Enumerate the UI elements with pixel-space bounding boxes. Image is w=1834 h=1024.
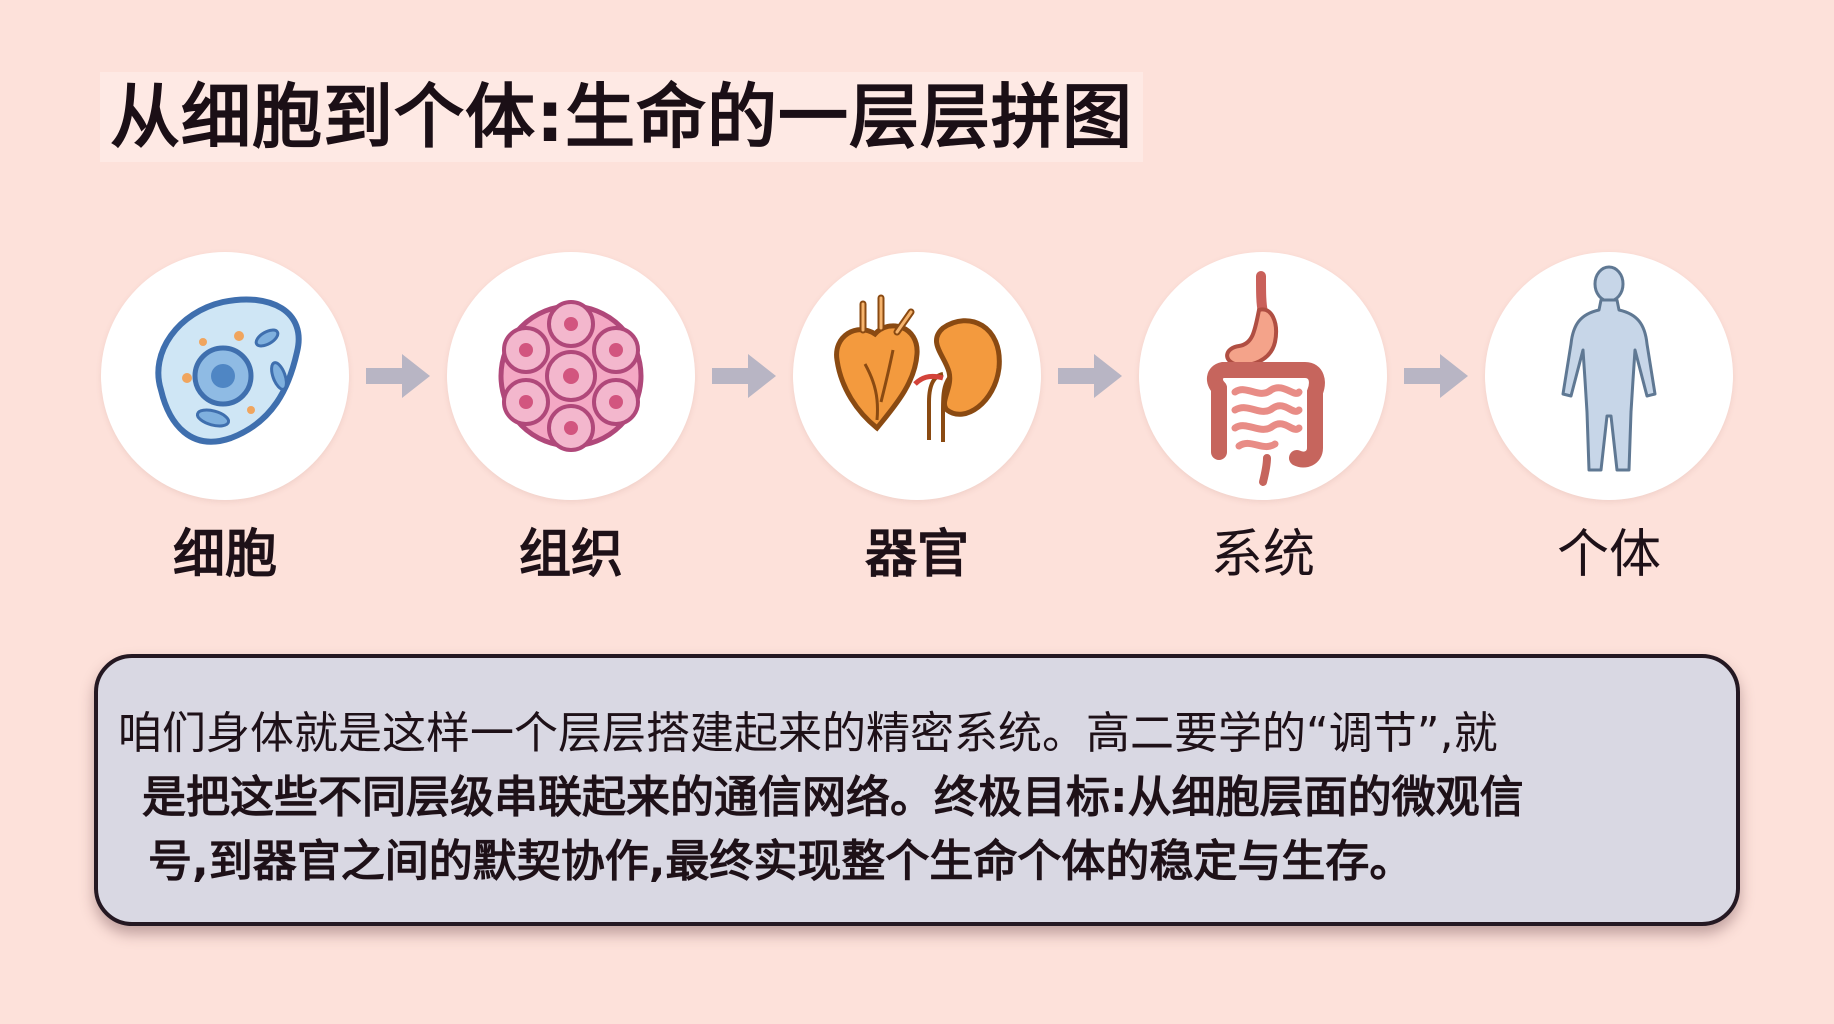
- stage-system: 系统: [1139, 252, 1387, 592]
- page-title: 从细胞到个体:生命的一层层拼图: [100, 72, 1143, 162]
- stage-circle: [1139, 252, 1387, 500]
- hierarchy-flow: 细胞 组织: [101, 252, 1733, 592]
- stage-circle: [793, 252, 1041, 500]
- description-box: 咱们身体就是这样一个层层搭建起来的精密系统。高二要学的“调节”,就 是把这些不同…: [94, 654, 1740, 926]
- stage-label-cell: 细胞: [172, 525, 277, 585]
- tissue-icon: [498, 300, 644, 452]
- stage-circle: [101, 252, 349, 500]
- stage-circle: [447, 252, 695, 500]
- stage-organ: 器官: [793, 252, 1041, 592]
- stage-label-tissue: 组织: [518, 525, 623, 585]
- cell-icon: [155, 296, 302, 445]
- stage-label-organ: 器官: [864, 525, 969, 585]
- arrow-right-icon: [366, 354, 430, 398]
- digestive-system-icon: [1206, 271, 1325, 486]
- arrow-right-icon: [712, 354, 776, 398]
- stage-tissue: 组织: [447, 252, 695, 592]
- stage-cell: 细胞: [101, 252, 349, 592]
- arrow-right-icon: [1404, 354, 1468, 398]
- arrow-right-icon: [1058, 354, 1122, 398]
- human-body-icon: [1561, 265, 1657, 472]
- stage-label-system: 系统: [1210, 525, 1315, 585]
- stage-circle: [1485, 252, 1733, 500]
- description-line-1: 咱们身体就是这样一个层层搭建起来的精密系统。高二要学的“调节”,就: [118, 708, 1498, 759]
- stage-individual: 个体: [1485, 252, 1733, 592]
- description-line-3: 号,到器官之间的默契协作,最终实现整个生命个体的稳定与生存。: [148, 836, 1414, 887]
- description-line-2: 是把这些不同层级串联起来的通信网络。终极目标:从细胞层面的微观信: [142, 772, 1524, 823]
- stage-label-individual: 个体: [1556, 525, 1661, 585]
- heart-kidney-icon: [834, 294, 1002, 442]
- description-text: 咱们身体就是这样一个层层搭建起来的精密系统。高二要学的“调节”,就 是把这些不同…: [118, 702, 1718, 894]
